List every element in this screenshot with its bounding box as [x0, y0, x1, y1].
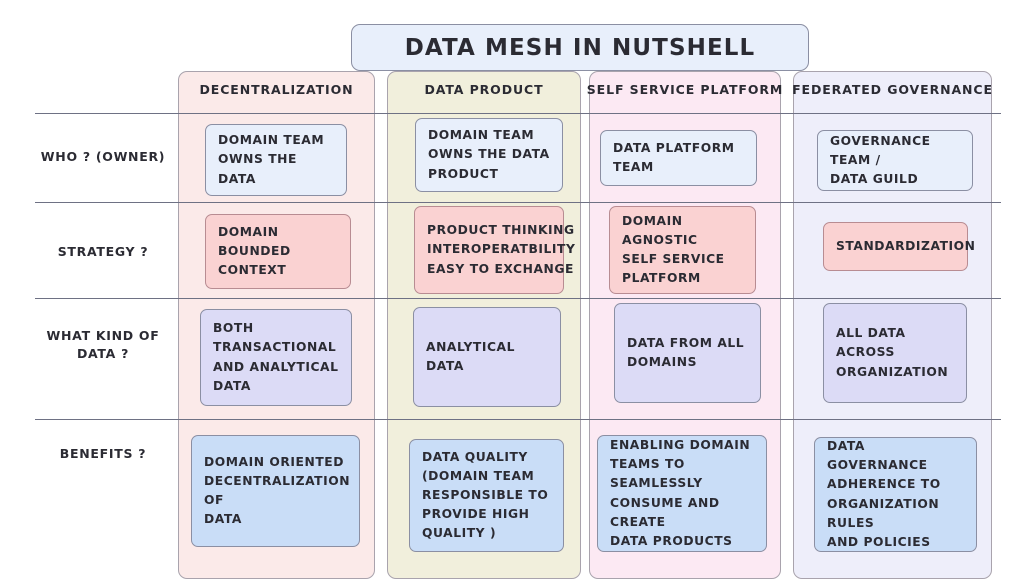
cell-kind-federated: ALL DATA ACROSS ORGANIZATION	[823, 303, 967, 403]
cell-strategy-self-service: DOMAIN AGNOSTIC SELF SERVICE PLATFORM	[609, 206, 756, 294]
row-divider-top	[35, 113, 1001, 114]
column-header-label: DATA PRODUCT	[424, 82, 544, 97]
cell-strategy-decentralization: DOMAIN BOUNDED CONTEXT	[205, 214, 351, 289]
cell-benefits-self-service: ENABLING DOMAIN TEAMS TO SEAMLESSLY CONS…	[597, 435, 767, 552]
cell-who-data-product: DOMAIN TEAM OWNS THE DATA PRODUCT	[415, 118, 563, 192]
cell-strategy-federated: STANDARDIZATION	[823, 222, 975, 271]
cell-benefits-data-product: DATA QUALITY (DOMAIN TEAM RESPONSIBLE TO…	[409, 439, 564, 552]
cell-kind-decentralization: BOTH TRANSACTIONAL AND ANALYTICAL DATA	[200, 309, 352, 406]
cell-benefits-federated: DATA GOVERNANCE ADHERENCE TO ORGANIZATIO…	[814, 437, 977, 552]
cell-text: DATA PLATFORM TEAM	[613, 140, 735, 174]
column-header-decentralization: DECENTRALIZATION	[179, 72, 374, 107]
column-header-label: FEDERATED GOVERNANCE	[792, 82, 993, 97]
row-label-who: WHO ? (OWNER)	[40, 149, 166, 164]
cell-strategy-data-product: PRODUCT THINKING INTEROPERATBILITY EASY …	[414, 206, 575, 294]
column-header-data-product: DATA PRODUCT	[388, 72, 580, 107]
cell-text: PRODUCT THINKING INTEROPERATBILITY EASY …	[427, 223, 576, 276]
cell-text: BOTH TRANSACTIONAL AND ANALYTICAL DATA	[213, 321, 339, 393]
column-header-self-service: SELF SERVICE PLATFORM	[586, 72, 784, 107]
cell-text: DATA GOVERNANCE ADHERENCE TO ORGANIZATIO…	[827, 439, 941, 549]
column-header-federated-governance: FEDERATED GOVERNANCE	[792, 72, 993, 107]
cell-text: DOMAIN TEAM OWNS THE DATA	[218, 133, 325, 186]
page-title: DATA MESH IN NUTSHELL	[404, 34, 756, 61]
cell-who-decentralization: DOMAIN TEAM OWNS THE DATA	[205, 124, 347, 196]
cell-text: DOMAIN TEAM OWNS THE DATA PRODUCT	[428, 128, 550, 181]
row-label-strategy: STRATEGY ?	[57, 244, 149, 259]
cell-text: ENABLING DOMAIN TEAMS TO SEAMLESSLY CONS…	[610, 438, 751, 548]
cell-kind-data-product: ANALYTICAL DATA	[413, 307, 561, 407]
row-label-benefits: BENEFITS ?	[59, 446, 147, 461]
cell-kind-self-service: DATA FROM ALL DOMAINS	[614, 303, 761, 403]
cell-text: DATA FROM ALL DOMAINS	[627, 335, 745, 369]
cell-who-self-service: DATA PLATFORM TEAM	[600, 130, 757, 186]
row-divider-kind	[35, 298, 1001, 299]
cell-text: DATA QUALITY (DOMAIN TEAM RESPONSIBLE TO…	[422, 449, 549, 541]
cell-text: STANDARDIZATION	[836, 238, 976, 253]
diagram-title-banner: DATA MESH IN NUTSHELL	[351, 24, 809, 71]
row-divider-strategy	[35, 202, 1001, 203]
row-label-kind: WHAT KIND OF DATA ?	[46, 328, 160, 362]
column-header-label: SELF SERVICE PLATFORM	[586, 82, 784, 97]
cell-text: ANALYTICAL DATA	[426, 339, 515, 373]
cell-benefits-decentralization: DOMAIN ORIENTED DECENTRALIZATION OF DATA	[191, 435, 360, 547]
cell-text: ALL DATA ACROSS ORGANIZATION	[836, 326, 949, 379]
cell-text: GOVERNANCE TEAM / DATA GUILD	[830, 133, 931, 187]
row-divider-benefits	[35, 419, 1001, 420]
column-header-label: DECENTRALIZATION	[199, 82, 354, 97]
cell-text: DOMAIN ORIENTED DECENTRALIZATION OF DATA	[204, 454, 351, 527]
cell-text: DOMAIN BOUNDED CONTEXT	[218, 224, 291, 278]
cell-who-federated: GOVERNANCE TEAM / DATA GUILD	[817, 130, 973, 191]
cell-text: DOMAIN AGNOSTIC SELF SERVICE PLATFORM	[622, 213, 725, 286]
